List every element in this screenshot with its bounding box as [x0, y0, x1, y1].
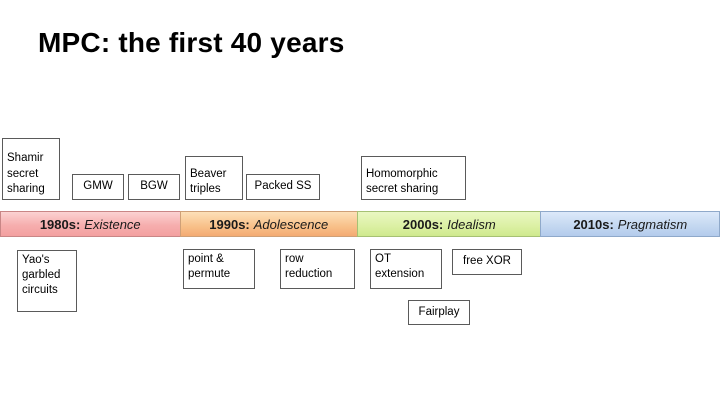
era-name-label: Existence [84, 216, 141, 232]
node-yaos-garbled-circuits[interactable]: Yao's garbled circuits [17, 250, 77, 312]
node-label: free XOR [463, 255, 511, 268]
era-name-label: Adolescence [253, 216, 329, 232]
era-decade-label: 1990s: [209, 216, 250, 232]
node-label: OT extension [375, 253, 425, 281]
node-gmw[interactable]: GMW [72, 174, 124, 200]
era-decade-label: 2000s: [402, 216, 444, 232]
node-free-xor[interactable]: free XOR [452, 249, 522, 275]
era-decade-label: 2010s: [573, 216, 614, 232]
node-shamir-secret-sharing[interactable]: Shamir secret sharing [2, 138, 60, 200]
node-label: GMW [83, 180, 113, 193]
node-label: point & permute [188, 253, 231, 281]
node-label: Fairplay [418, 305, 460, 318]
node-packed-ss[interactable]: Packed SS [246, 174, 320, 200]
era-name-label: Pragmatism [617, 216, 688, 232]
page-title: MPC: the first 40 years [38, 27, 345, 58]
node-label: BGW [140, 180, 168, 193]
node-homomorphic-secret-sharing[interactable]: Homomorphic secret sharing [361, 156, 466, 200]
era-timeline-bar: 1980s: Existence 1990s: Adolescence 2000… [0, 211, 720, 237]
era-name-label: Idealism [447, 216, 496, 232]
node-point-and-permute[interactable]: point & permute [183, 249, 255, 289]
node-label: row reduction [285, 253, 333, 281]
node-label: Beaver triples [190, 167, 227, 195]
node-label: Shamir secret sharing [7, 152, 45, 195]
node-label: Packed SS [254, 180, 312, 193]
era-segment-2010s[interactable]: 2010s: Pragmatism [540, 211, 720, 237]
era-segment-2000s[interactable]: 2000s: Idealism [357, 211, 542, 237]
node-row-reduction[interactable]: row reduction [280, 249, 355, 289]
era-segment-1980s[interactable]: 1980s: Existence [0, 211, 181, 237]
era-segment-1990s[interactable]: 1990s: Adolescence [179, 211, 358, 237]
node-label: Yao's garbled circuits [22, 254, 61, 297]
node-ot-extension[interactable]: OT extension [370, 249, 442, 289]
node-beaver-triples[interactable]: Beaver triples [185, 156, 243, 200]
era-decade-label: 1980s: [39, 216, 81, 232]
node-fairplay[interactable]: Fairplay [408, 300, 470, 325]
node-label: Homomorphic secret sharing [366, 167, 439, 195]
node-bgw[interactable]: BGW [128, 174, 180, 200]
